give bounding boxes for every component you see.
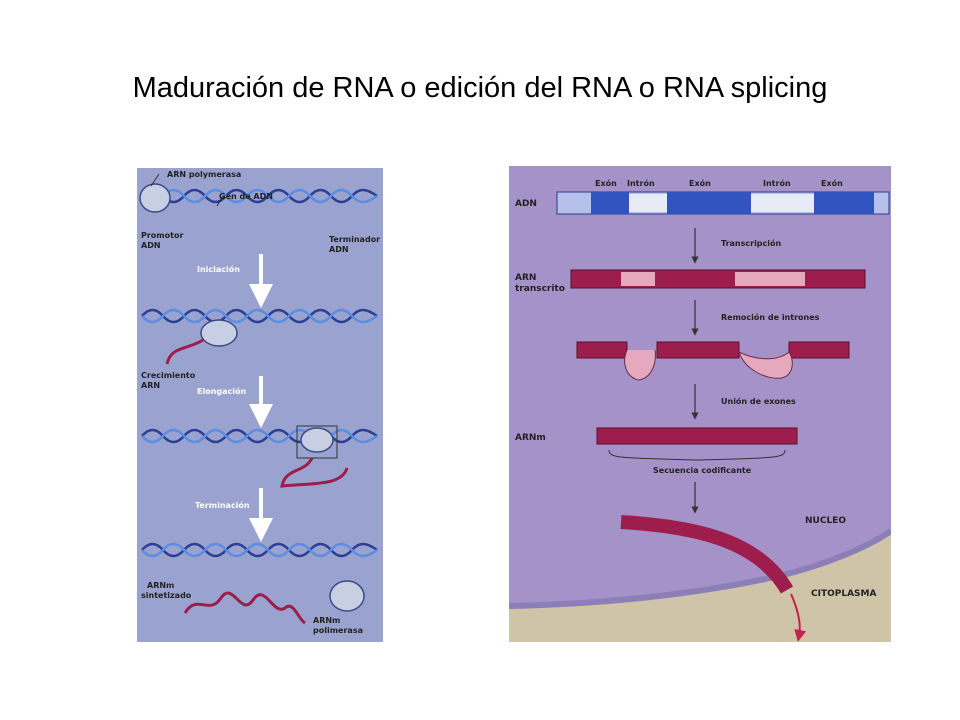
label-exon-3: Exón <box>821 178 843 188</box>
label-initiation: Iniciación <box>197 264 240 274</box>
label-intron-1: Intrón <box>627 178 655 188</box>
label-mrna-1: ARNm <box>147 581 174 590</box>
label-arn-2: transcrito <box>515 284 565 294</box>
released-mrna-strand <box>183 591 306 625</box>
label-mrna-2: sintetizado <box>141 591 192 600</box>
rna-polymerase-shape <box>139 183 171 213</box>
released-polymerase-shape <box>329 580 365 612</box>
label-released-2: polimerasa <box>313 626 363 635</box>
dna-helix-2 <box>141 308 378 324</box>
label-arnm: ARNm <box>515 433 546 443</box>
exporting-mrna <box>620 515 794 594</box>
label-intron-2: Intrón <box>763 178 791 188</box>
pre-mrna-bar <box>570 269 866 289</box>
spliced-exons <box>576 341 850 359</box>
growing-rna-strand <box>165 338 204 365</box>
page-title: Maduración de RNA o edición del RNA o RN… <box>132 72 828 104</box>
mature-mrna-bar <box>596 427 798 445</box>
arrow-to-cytoplasm <box>790 593 807 642</box>
label-adn: ADN <box>515 199 537 209</box>
dna-bar <box>556 191 890 215</box>
label-termination: Terminación <box>195 500 250 510</box>
label-intron-removal: Remoción de intrones <box>721 312 820 322</box>
nuclear-membrane <box>509 528 891 609</box>
dna-helix-4 <box>141 542 378 558</box>
intron-lariat-2 <box>738 351 793 379</box>
transcription-diagram: ARN polymerasa Gen de ADN Promotor ADN T… <box>137 168 383 642</box>
label-nucleus: NUCLEO <box>805 516 846 526</box>
label-promoter-2: ADN <box>141 241 161 250</box>
coding-sequence-brace <box>608 449 786 461</box>
label-exon-2: Exón <box>689 178 711 188</box>
intron-lariat-1 <box>624 349 656 381</box>
label-gene: Gen de ADN <box>219 192 273 201</box>
splicing-diagram: ADN Exón Intrón Exón Intrón Exón Transcr… <box>509 166 891 642</box>
label-growing-1: Crecimiento <box>141 371 196 380</box>
elongating-rna-strand <box>280 457 349 488</box>
label-polymerase: ARN polymerasa <box>167 170 241 179</box>
label-coding-sequence: Secuencia codificante <box>653 466 752 475</box>
label-cytoplasm: CITOPLASMA <box>811 589 876 599</box>
label-transcription: Transcripción <box>721 238 782 248</box>
label-arn-1: ARN <box>515 273 536 283</box>
label-terminator-1: Terminador <box>329 235 380 244</box>
label-released-1: ARNm <box>313 616 340 625</box>
label-promoter-1: Promotor <box>141 231 183 240</box>
label-exon-1: Exón <box>595 178 617 188</box>
label-exon-joining: Unión de exones <box>721 396 796 406</box>
cytoplasm-region <box>509 531 891 642</box>
label-elongation: Elongación <box>197 386 247 396</box>
dna-helix-1 <box>141 188 378 204</box>
label-growing-2: ARN <box>141 381 160 390</box>
label-terminator-2: ADN <box>329 245 349 254</box>
